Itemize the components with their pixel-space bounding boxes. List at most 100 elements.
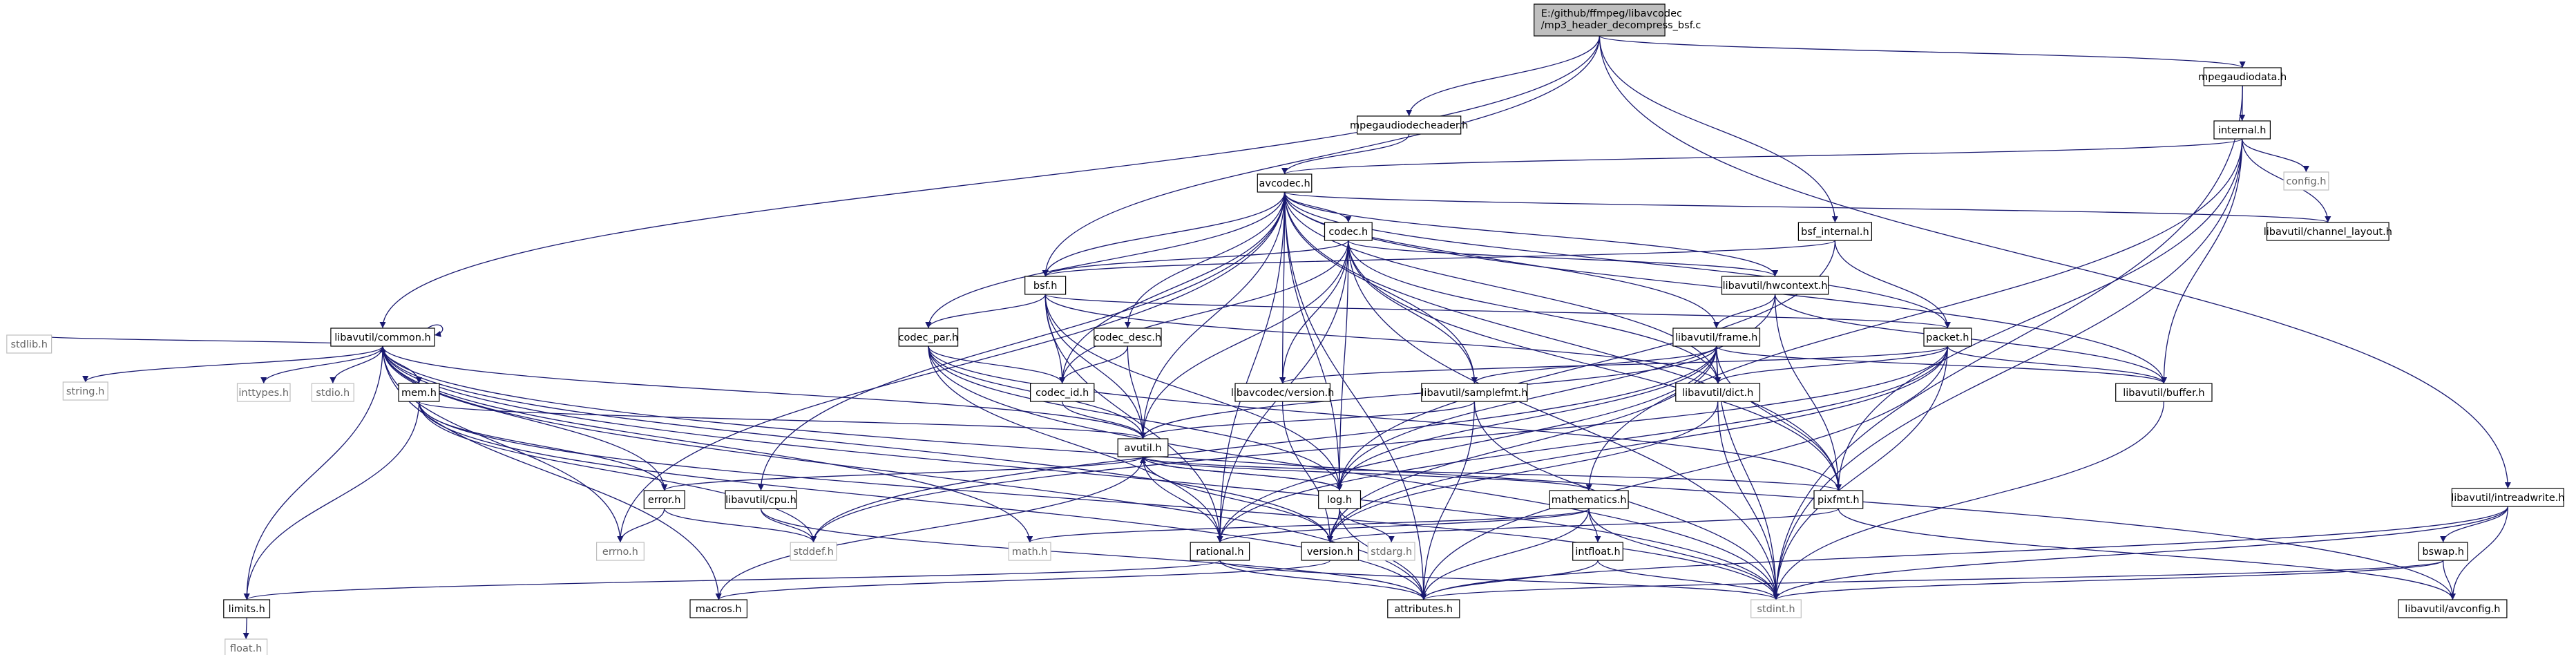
node-label: math.h	[1012, 547, 1048, 558]
edge-rational-to-stdint	[1219, 560, 1780, 600]
node-codec_par[interactable]: codec_par.h	[899, 328, 959, 347]
node-version[interactable]: version.h	[1301, 542, 1359, 561]
node-avcodec_version[interactable]: libavcodec/version.h	[1231, 383, 1334, 402]
node-string[interactable]: string.h	[62, 381, 108, 401]
node-error[interactable]: error.h	[643, 490, 685, 509]
node-label: libavutil/common.h	[334, 332, 431, 343]
node-math[interactable]: math.h	[1008, 542, 1051, 561]
node-label: libavutil/dict.h	[1682, 388, 1753, 399]
edge-frame-to-buffer	[1716, 345, 2167, 384]
node-mathematics[interactable]: mathematics.h	[1549, 490, 1629, 509]
edge-mem-to-avutil	[418, 401, 1146, 439]
node-stddef[interactable]: stddef.h	[790, 542, 837, 561]
node-channel_layout[interactable]: libavutil/channel_layout.h	[2264, 222, 2392, 241]
node-bsf_internal[interactable]: bsf_internal.h	[1797, 222, 1872, 241]
node-avconfig[interactable]: libavutil/avconfig.h	[2398, 599, 2508, 618]
node-box-common	[330, 328, 435, 347]
edge-mem-to-stddef	[418, 401, 817, 543]
node-pixfmt[interactable]: pixfmt.h	[1813, 490, 1864, 509]
node-config[interactable]: config.h	[2283, 171, 2329, 191]
node-avutil[interactable]: avutil.h	[1117, 438, 1169, 457]
edge-cpu-to-stddef	[760, 508, 817, 543]
node-stdlib[interactable]: stdlib.h	[6, 334, 53, 354]
node-log[interactable]: log.h	[1318, 490, 1362, 509]
edge-dict-to-version	[1326, 401, 1719, 543]
node-intfloat[interactable]: intfloat.h	[1572, 542, 1623, 561]
node-macros[interactable]: macros.h	[689, 599, 748, 618]
node-limits[interactable]: limits.h	[223, 599, 271, 618]
edge-dict-to-stdint	[1717, 401, 1780, 600]
node-buffer[interactable]: libavutil/buffer.h	[2115, 383, 2213, 402]
edge-codec_par-to-codec_id	[928, 345, 1066, 384]
node-stdio[interactable]: stdio.h	[311, 383, 354, 402]
edge-avcodec-to-errno	[617, 191, 1286, 543]
node-label: libavutil/buffer.h	[2123, 388, 2204, 399]
node-codec_id[interactable]: codec_id.h	[1029, 383, 1095, 402]
edge-bsf-to-log	[1044, 294, 1343, 491]
edge-codec_par-to-log	[928, 345, 1343, 491]
node-float[interactable]: float.h	[225, 638, 268, 655]
node-frame[interactable]: libavutil/frame.h	[1672, 328, 1761, 347]
edge-packet-to-rational	[1217, 345, 1948, 543]
node-bsf[interactable]: bsf.h	[1024, 276, 1067, 295]
edge-frame-to-rational	[1217, 345, 1717, 543]
edge-avcodec-to-samplefmt	[1284, 191, 1478, 384]
node-common[interactable]: libavutil/common.h	[330, 328, 435, 347]
root-title-line: /mp3_header_decompress_bsf.c	[1541, 20, 1701, 31]
node-mpegaudiodata[interactable]: mpegaudiodata.h	[2198, 67, 2287, 86]
node-inttypes[interactable]: inttypes.h	[236, 383, 291, 402]
node-label: libavutil/avconfig.h	[2405, 604, 2500, 615]
edge-common-to-string	[82, 345, 383, 383]
node-packet[interactable]: packet.h	[1923, 328, 1972, 347]
node-label: version.h	[1307, 547, 1353, 558]
node-samplefmt[interactable]: libavutil/samplefmt.h	[1421, 383, 1528, 402]
node-box-codec_desc	[1094, 328, 1162, 347]
node-stdarg[interactable]: stdarg.h	[1367, 542, 1415, 561]
edge-mem-to-attributes	[418, 401, 1427, 600]
node-box-math	[1008, 542, 1051, 561]
edge-rational-to-limits	[244, 560, 1221, 600]
edge-bsf-to-packet	[1044, 294, 1951, 329]
node-bswap[interactable]: bswap.h	[2418, 542, 2468, 561]
edge-bsf-to-avutil	[1044, 294, 1147, 439]
edge-codec-to-codec_id	[1059, 240, 1349, 384]
node-label: log.h	[1327, 495, 1352, 506]
node-label: avcodec.h	[1259, 178, 1310, 189]
edge-root-to-bsf_internal	[1599, 35, 1838, 223]
node-label: mem.h	[401, 388, 437, 399]
node-box-avcodec	[1257, 173, 1313, 193]
edge-avcodec-to-codec_par	[925, 191, 1286, 329]
node-mpegaudiodecheader[interactable]: mpegaudiodecheader.h	[1350, 115, 1468, 135]
node-label: inttypes.h	[238, 388, 289, 399]
node-hwcontext[interactable]: libavutil/hwcontext.h	[1721, 276, 1829, 295]
node-rational[interactable]: rational.h	[1190, 542, 1250, 561]
edge-codec-to-samplefmt	[1348, 240, 1478, 384]
edge-error-to-errno	[617, 508, 665, 543]
edge-avcodec-to-packet	[1284, 191, 1951, 329]
node-cpu[interactable]: libavutil/cpu.h	[725, 490, 797, 509]
node-mem[interactable]: mem.h	[398, 383, 440, 402]
node-box-errno	[595, 542, 645, 561]
node-avcodec[interactable]: avcodec.h	[1257, 173, 1313, 193]
edge-frame-to-pixfmt	[1716, 345, 1842, 491]
node-errno[interactable]: errno.h	[595, 542, 645, 561]
node-box-stdarg	[1367, 542, 1415, 561]
node-label: limits.h	[229, 604, 265, 615]
node-codec_desc[interactable]: codec_desc.h	[1094, 328, 1162, 347]
node-label: stdarg.h	[1371, 547, 1412, 558]
node-internal[interactable]: internal.h	[2213, 120, 2271, 140]
node-box-hwcontext	[1721, 276, 1829, 295]
node-label: libavutil/intreadwrite.h	[2451, 493, 2564, 504]
edge-common-to-error	[382, 345, 668, 491]
node-intreadwrite[interactable]: libavutil/intreadwrite.h	[2451, 488, 2565, 507]
edge-samplefmt-to-attributes	[1420, 401, 1476, 600]
node-dict[interactable]: libavutil/dict.h	[1675, 383, 1761, 402]
edge-mpegaudiodecheader-to-avcodec	[1281, 133, 1410, 175]
node-stdint[interactable]: stdint.h	[1750, 599, 1802, 618]
node-box-codec	[1324, 222, 1373, 241]
edge-codec-to-log	[1336, 240, 1349, 491]
node-attributes[interactable]: attributes.h	[1387, 599, 1460, 618]
edge-intreadwrite-to-avconfig	[2449, 506, 2509, 600]
node-codec[interactable]: codec.h	[1324, 222, 1373, 241]
node-box-version	[1301, 542, 1359, 561]
